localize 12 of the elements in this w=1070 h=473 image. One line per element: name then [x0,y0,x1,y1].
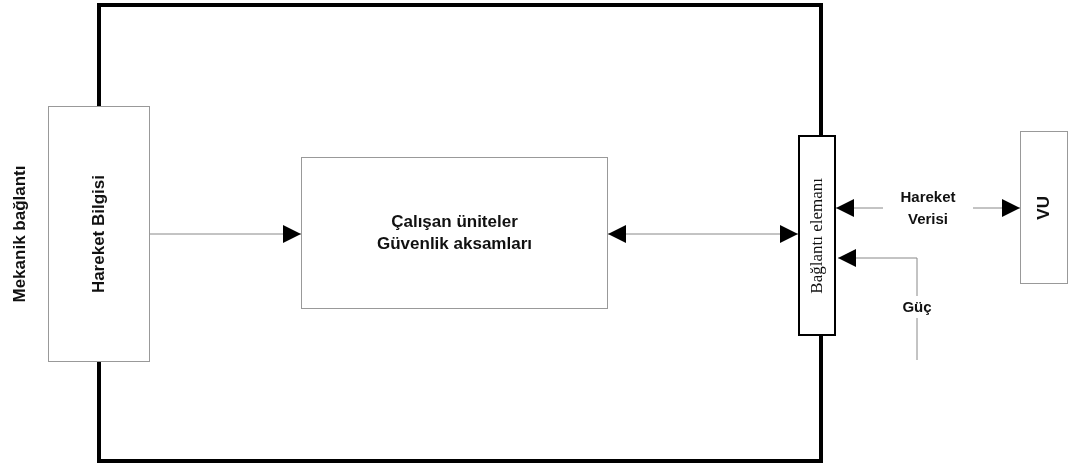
arrow [149,225,302,243]
arrow [837,249,918,361]
process-box [301,157,608,309]
node-label: Çalışan üniteler Güvenlik aksamları [376,211,533,255]
connector-element-box [798,135,836,336]
side-label: Mekanik bağlantı [10,165,30,303]
arrow [607,225,799,243]
node-label: VU [1033,195,1054,220]
process-box [48,106,150,362]
node-label: Bağlantı elemanı [806,177,827,294]
node-label: Hareket Bilgisi [88,174,109,294]
process-box [1020,131,1068,284]
